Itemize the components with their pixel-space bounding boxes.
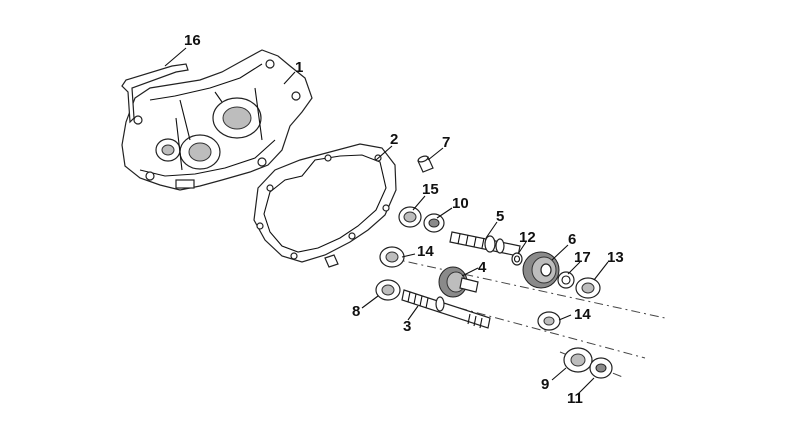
leader-lines	[164, 47, 609, 395]
bearing-14-upper	[379, 246, 405, 268]
bracket	[121, 63, 189, 124]
gear-6	[522, 251, 560, 289]
callout-6: 6	[568, 231, 576, 248]
circlip-12	[511, 252, 523, 266]
dowel-pin	[324, 155, 434, 268]
bearing-8	[375, 279, 401, 301]
callout-14-upper: 14	[417, 243, 434, 260]
callout-11: 11	[567, 390, 583, 407]
callout-3: 3	[403, 318, 411, 335]
callout-14-lower: 14	[574, 306, 591, 323]
callout-17: 17	[574, 249, 591, 266]
callout-labels: 16 1 2 7 15 10 5 12 6 17 13 14 4 8 3 14 …	[184, 32, 624, 407]
bearing-9	[563, 347, 593, 373]
gearbox-housing	[121, 49, 313, 191]
callout-10: 10	[452, 195, 469, 212]
oil-seal-11	[589, 357, 613, 379]
gasket	[253, 143, 397, 263]
washer-17	[557, 271, 575, 289]
callout-12: 12	[519, 229, 536, 246]
callout-7: 7	[442, 134, 450, 151]
gear-4	[438, 266, 479, 298]
oil-seal-10	[423, 213, 445, 233]
callout-9: 9	[541, 376, 549, 393]
bearing-15	[398, 206, 422, 228]
callout-13: 13	[607, 249, 624, 266]
bearing-13	[575, 277, 601, 299]
callout-15: 15	[422, 181, 439, 198]
bearing-14-lower	[537, 311, 561, 331]
callout-1: 1	[295, 59, 303, 76]
callout-4: 4	[478, 259, 487, 276]
input-shaft	[449, 231, 521, 257]
callout-8: 8	[352, 303, 360, 320]
output-shaft	[401, 289, 491, 329]
callout-2: 2	[390, 131, 398, 148]
callout-16: 16	[184, 32, 201, 49]
callout-5: 5	[496, 208, 504, 225]
